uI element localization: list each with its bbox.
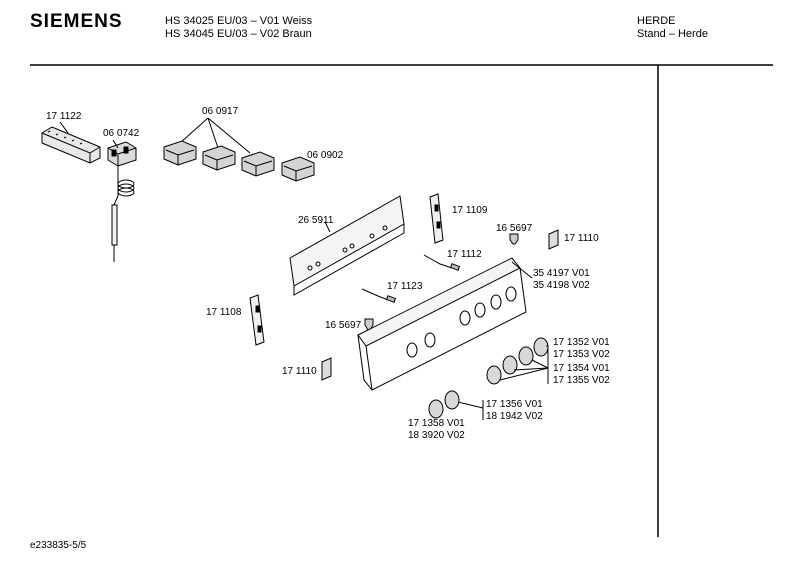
part-171112-lamp-wire (423, 254, 461, 271)
part-label-265911: 26 5911 (298, 215, 334, 226)
model-line-2: HS 34045 EU/03 – V02 Braun (165, 28, 312, 40)
part-171352-knobs (486, 337, 549, 385)
part-knob-leaders-lower (457, 400, 484, 420)
part-165697-screw-top (509, 233, 519, 245)
model-line-1: HS 34025 EU/03 – V01 Weiss (165, 15, 313, 27)
part-label-354198: 35 4198 V02 (533, 280, 590, 291)
part-171123-wire (361, 288, 397, 303)
part-label-171112: 17 1112 (447, 249, 482, 260)
part-label-171110-top: 17 1110 (564, 233, 599, 244)
part-060917-switches (163, 117, 275, 177)
document-id: e233835-5/5 (30, 540, 87, 551)
part-265911-mounting-plate (289, 195, 405, 296)
part-label-171110-bottom: 17 1110 (282, 366, 317, 377)
category-label: HERDE (637, 15, 676, 27)
part-label-171352: 17 1352 V01 (553, 337, 610, 348)
part-label-171122: 17 1122 (46, 111, 82, 122)
part-label-171353: 17 1353 V02 (553, 349, 610, 360)
part-label-183920: 18 3920 V02 (408, 430, 465, 441)
brand-logo: SIEMENS (30, 11, 123, 32)
part-label-171354: 17 1354 V01 (553, 363, 610, 374)
part-label-171358: 17 1358 V01 (408, 418, 465, 429)
part-label-181942: 18 1942 V02 (486, 411, 543, 422)
part-354197-control-panel (357, 257, 533, 391)
part-171110-clip-top (548, 229, 559, 250)
part-171108-bracket (249, 294, 265, 346)
part-label-060917: 06 0917 (202, 106, 239, 117)
part-label-171108: 17 1108 (206, 307, 242, 318)
part-label-354197: 35 4197 V01 (533, 268, 590, 279)
part-label-171356: 17 1356 V01 (486, 399, 543, 410)
subcategory-label: Stand – Herde (637, 28, 708, 40)
part-label-171355: 17 1355 V02 (553, 375, 610, 386)
part-label-060742: 06 0742 (103, 128, 140, 139)
part-171110-clip-bottom (321, 357, 332, 381)
part-171109-bracket (429, 193, 444, 244)
part-171356-knobs (428, 390, 460, 419)
part-label-165697-left: 16 5697 (325, 320, 362, 331)
part-label-060902: 06 0902 (307, 150, 344, 161)
part-171122-terminal-block (41, 121, 101, 164)
part-060742-thermostat (107, 139, 137, 262)
part-060902-switch (281, 156, 315, 182)
part-label-165697-top: 16 5697 (496, 223, 533, 234)
part-label-171109: 17 1109 (452, 205, 488, 216)
part-knob-leaders (499, 345, 549, 384)
part-label-171123: 17 1123 (387, 281, 423, 292)
